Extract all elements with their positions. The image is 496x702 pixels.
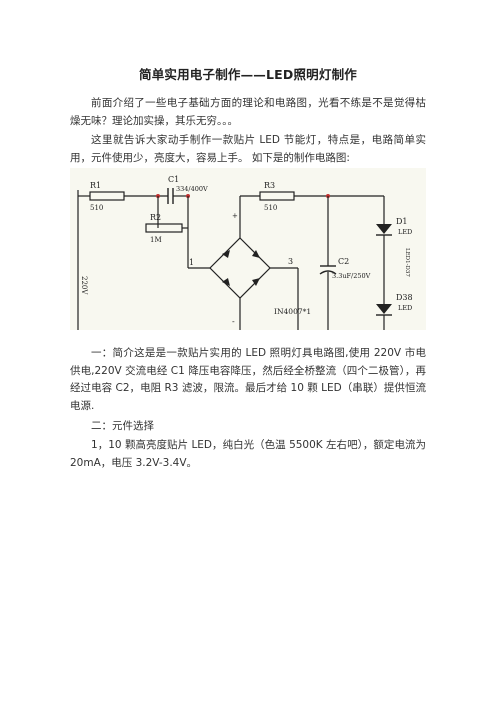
intro-section-paragraph: 一：简介这是是一款贴片实用的 LED 照明灯具电路图,使用 220V 市电供电,… <box>70 347 426 412</box>
node-1: 1 <box>189 258 194 267</box>
node-minus: - <box>232 317 235 326</box>
bridge-diode <box>252 278 260 286</box>
r3-label: R3 <box>264 181 275 190</box>
bridge-diode <box>222 250 230 258</box>
r1-value: 510 <box>90 204 103 212</box>
d1-label: D1 <box>396 217 408 226</box>
led-d38-symbol <box>376 304 392 314</box>
bridge-rectifier <box>209 237 271 299</box>
r2-value: 1M <box>150 236 162 244</box>
d1-value: LED <box>398 228 412 236</box>
c2-label: C2 <box>338 257 349 266</box>
document-title: 简单实用电子制作——LED照明灯制作 <box>139 67 357 82</box>
bridge-diode <box>252 250 260 258</box>
c2-plate-b <box>319 270 337 275</box>
description-paragraph: 这里就告诉大家动手制作一款贴片 LED 节能灯，特点是，电路简单实用，元件使用少… <box>70 134 426 164</box>
led-spec-paragraph: 1，10 颗高亮度贴片 LED，纯白光（色温 5500K 左右吧），额定电流为 … <box>70 439 426 469</box>
r2-resistor <box>145 223 183 233</box>
r1-label: R1 <box>90 181 101 190</box>
d38-value: LED <box>398 304 412 312</box>
c1-value: 334/400V <box>176 185 208 193</box>
circuit-diagram: 220V R1 510 C1 334/400V R2 1M 1 + R3 510… <box>70 168 426 330</box>
d38-label: D38 <box>396 293 413 302</box>
node-plus: + <box>232 212 238 220</box>
led-d1-symbol <box>376 224 392 234</box>
bridge-diode <box>222 278 230 286</box>
c2-value: 3.3uF/250V <box>332 272 371 280</box>
intro-paragraph: 前面介绍了一些电子基础方面的理论和电路图，光看不练是不是觉得枯燥无味？理论加实操… <box>70 97 426 127</box>
bridge-label: IN4007*1 <box>274 307 311 316</box>
component-section-heading: 二：元件选择 <box>91 420 154 432</box>
node-3: 3 <box>288 257 293 266</box>
r3-resistor <box>259 191 295 201</box>
r2-label: R2 <box>150 213 161 222</box>
source-label: 220V <box>80 276 88 295</box>
c1-label: C1 <box>168 175 179 184</box>
r3-value: 510 <box>264 204 277 212</box>
r1-resistor <box>89 191 125 201</box>
led-chain-label: LED1-D37 <box>404 248 410 277</box>
